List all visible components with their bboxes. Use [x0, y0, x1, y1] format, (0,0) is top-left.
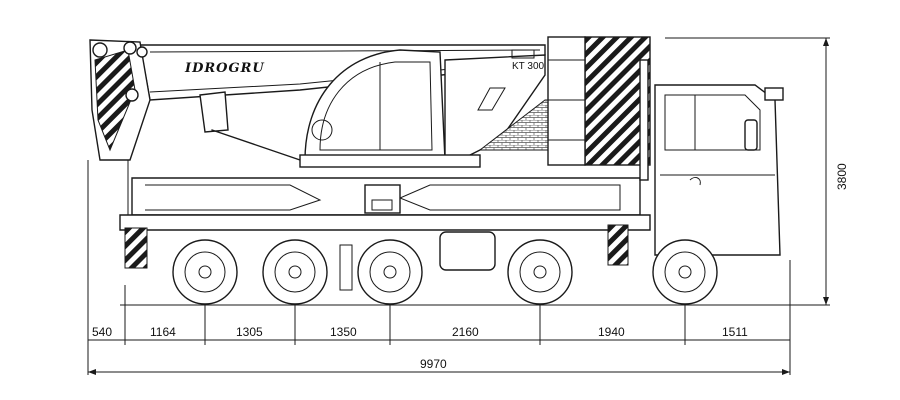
dim-label-1305: 1305 [236, 325, 263, 339]
wheel-icon [357, 239, 423, 305]
dim-label-1511: 1511 [722, 325, 748, 339]
wheel-set [172, 239, 718, 305]
height-label: 3800 [835, 163, 849, 190]
boom-head [89, 39, 151, 161]
dim-label-1164: 1164 [150, 325, 176, 339]
carrier-chassis [119, 177, 651, 271]
truck-cab [639, 59, 784, 256]
model-label: KT 300 [512, 61, 544, 72]
hazard-stripes [547, 36, 651, 166]
wheel-icon [507, 239, 573, 305]
wheel-icon [262, 239, 328, 305]
dimension-lines [87, 37, 830, 375]
brand-label: IDROGRU [184, 61, 265, 76]
dimension-arrow [823, 297, 829, 305]
dim-label-540: 540 [92, 325, 112, 339]
dimension-arrow [88, 369, 96, 375]
total-length-label: 9970 [420, 357, 447, 371]
dimension-arrow [782, 369, 790, 375]
dim-label-1940: 1940 [598, 325, 625, 339]
dim-label-1350: 1350 [330, 325, 357, 339]
wheel-icon [652, 239, 718, 305]
wheel-icon [172, 239, 238, 305]
dim-label-2160: 2160 [452, 325, 479, 339]
dimension-arrow [823, 38, 829, 46]
